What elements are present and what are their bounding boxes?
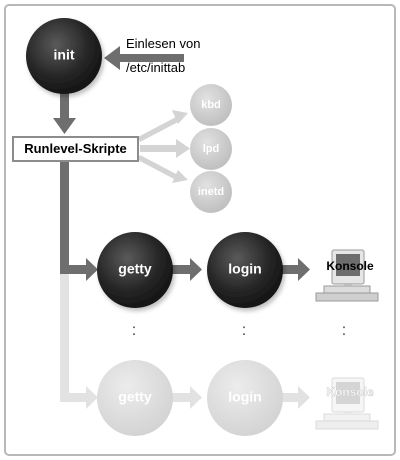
computer-terminal-icon	[315, 249, 379, 302]
init-node	[26, 18, 102, 94]
ellipsis-console: :	[342, 322, 346, 339]
diagram-frame	[4, 4, 396, 456]
runlevel-scripts-label: Runlevel-Skripte	[24, 141, 127, 156]
login-label: login	[228, 261, 261, 277]
getty-to-login-faded-arrow	[172, 386, 202, 409]
service-label-kbd: kbd	[201, 99, 221, 111]
getty-to-login-arrow	[172, 258, 202, 281]
service-node-kbd	[190, 84, 232, 126]
getty-label: getty	[118, 261, 152, 277]
computer-terminal-faded-icon	[315, 377, 379, 430]
login-faded-label: login	[228, 389, 261, 405]
ellipsis-getty: :	[132, 322, 136, 339]
runlevel-scripts-box	[12, 136, 139, 162]
inittab-note-line2: /etc/inittab	[126, 60, 185, 75]
getty-faded-node	[97, 360, 173, 436]
getty-node	[97, 232, 173, 308]
service-label-inetd: inetd	[198, 186, 224, 198]
getty-faded-label: getty	[118, 389, 152, 405]
scripts-to-services-arrows	[138, 110, 190, 183]
scripts-to-inactive-row-arrow	[60, 274, 98, 409]
service-label-lpd: lpd	[203, 143, 220, 155]
login-faded-node	[207, 360, 283, 436]
scripts-to-active-row-arrow	[60, 160, 98, 281]
console-label: Konsole	[326, 259, 374, 273]
ellipsis-login: :	[242, 322, 246, 339]
init-label: init	[54, 47, 75, 63]
login-to-console-faded-arrow	[282, 386, 310, 409]
login-node	[207, 232, 283, 308]
service-node-lpd	[190, 128, 232, 170]
service-node-inetd	[190, 171, 232, 213]
inittab-arrow	[104, 46, 184, 70]
inittab-note-line1: Einlesen von	[126, 36, 200, 51]
console-faded-label: Konsole	[326, 385, 374, 399]
init-to-scripts-arrow	[53, 92, 76, 134]
login-to-console-arrow	[282, 258, 310, 281]
